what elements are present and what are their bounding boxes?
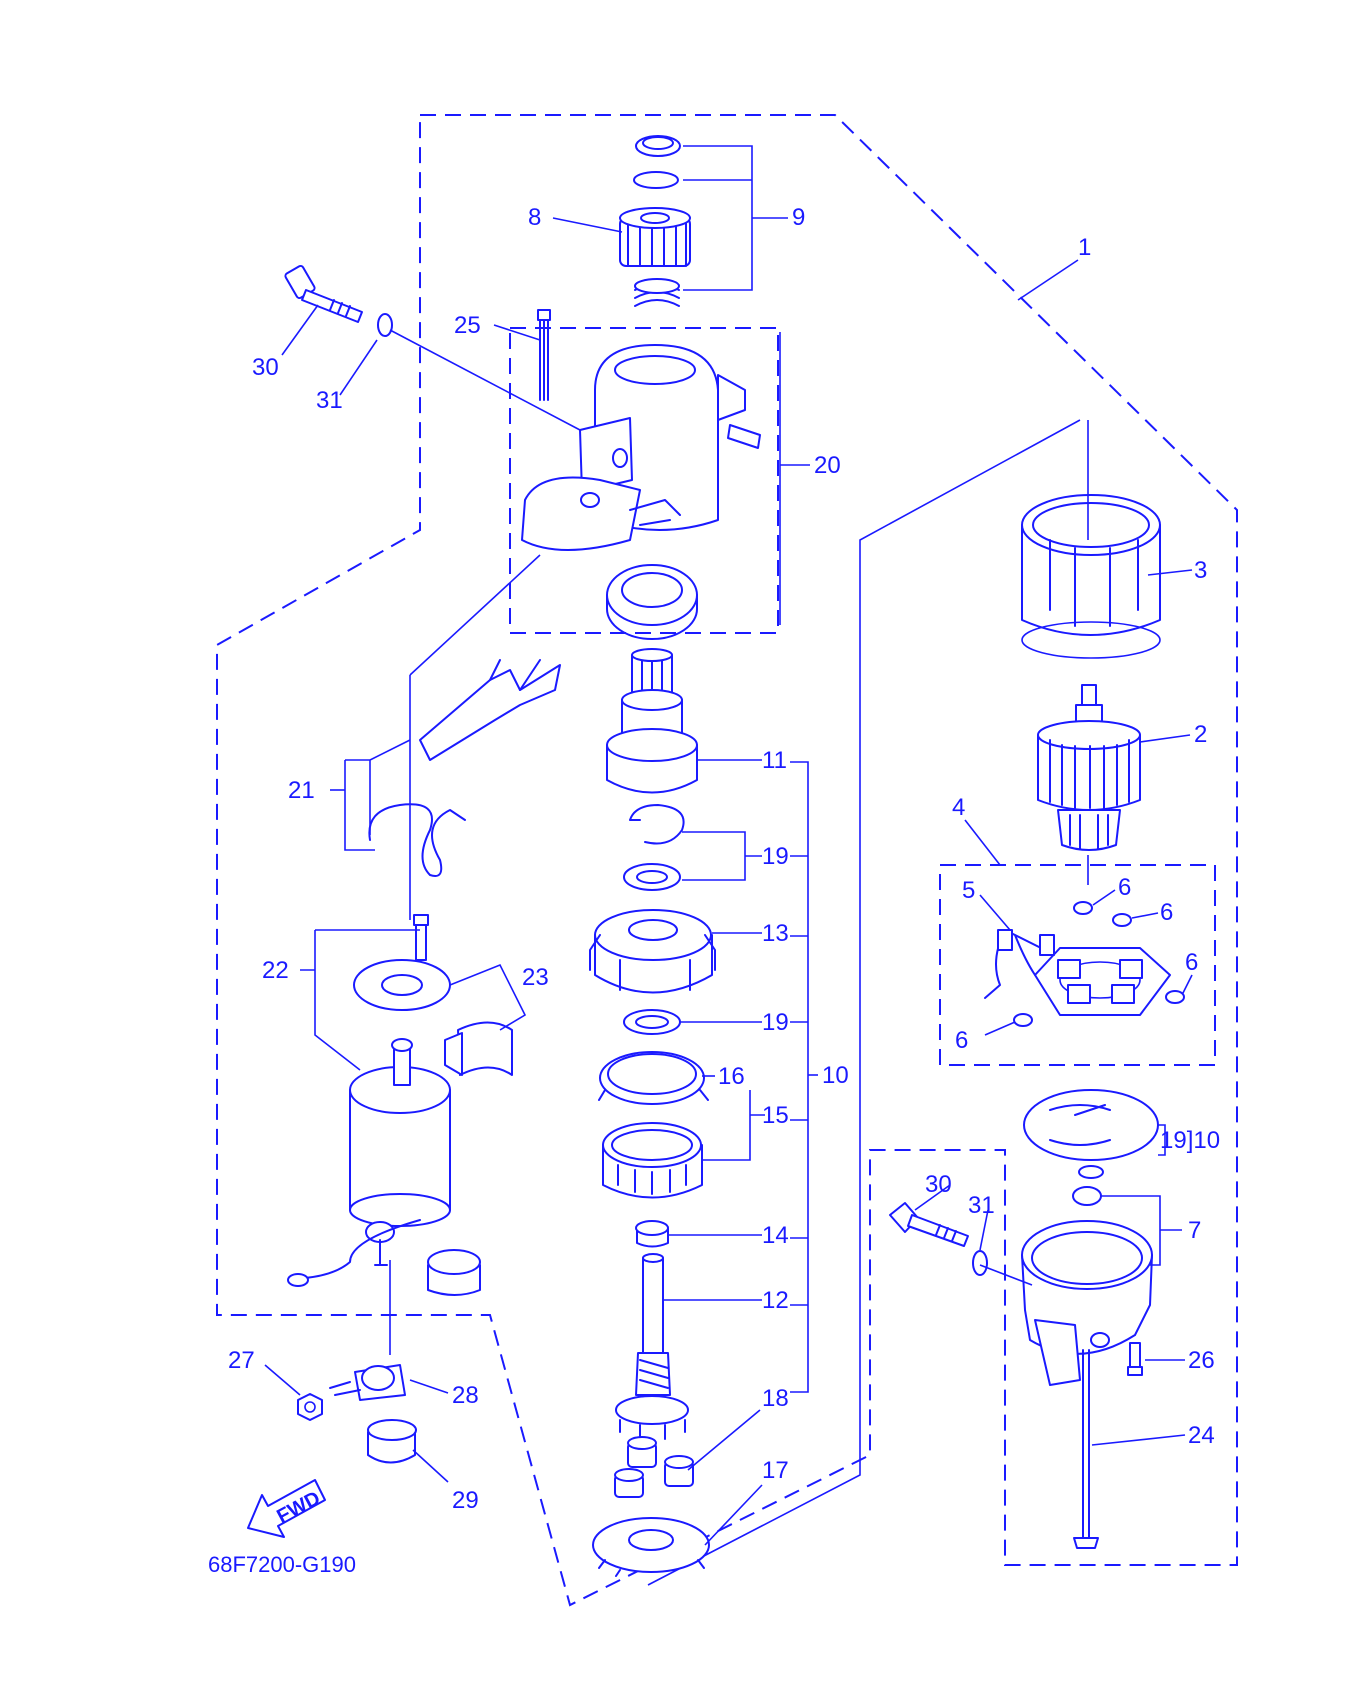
- label-12: 12: [762, 1287, 789, 1314]
- part-17-plate: [592, 1517, 710, 1577]
- label-28: 28: [452, 1382, 479, 1409]
- assembly-boundary-outer: [216, 114, 1238, 1607]
- label-7: 7: [1188, 1217, 1201, 1244]
- label-1: 1: [1078, 234, 1091, 261]
- label-30-a: 30: [252, 354, 279, 381]
- part-2-armature: [1037, 684, 1141, 851]
- leader-lines: [264, 145, 1193, 1546]
- label-3: 3: [1194, 557, 1207, 584]
- part-29-boot: [367, 1419, 417, 1464]
- label-5: 5: [962, 877, 975, 904]
- label-6-a: 6: [1118, 874, 1131, 901]
- label-17: 17: [762, 1457, 789, 1484]
- part-18-planet-gears: [614, 1436, 694, 1498]
- part-12-shaft: [615, 1253, 689, 1440]
- group-10-bracket: [790, 761, 809, 1393]
- label-22: 22: [262, 957, 289, 984]
- part-7-end-cover: [1021, 1186, 1153, 1386]
- label-4: 4: [952, 794, 965, 821]
- label-19-a: 19: [762, 843, 789, 870]
- part-22-gasket: [353, 914, 451, 1011]
- label-21: 21: [288, 777, 315, 804]
- label-14: 14: [762, 1222, 789, 1249]
- part-27-nut: [297, 1393, 323, 1421]
- label-31-a: 31: [316, 387, 343, 414]
- label-29: 29: [452, 1487, 479, 1514]
- part-6-screws: [1013, 901, 1185, 1027]
- label-6-d: 6: [955, 1027, 968, 1054]
- part-11-clutch: [606, 648, 698, 794]
- label-25: 25: [454, 312, 481, 339]
- part-16-ring: [598, 1051, 709, 1105]
- label-20: 20: [814, 452, 841, 479]
- part-labels: 1 2 3 4 5 6 6 6 6 7 8 9 10 19]10 11 12 1…: [228, 204, 1220, 1514]
- part-19-clip-upper: [623, 804, 685, 891]
- part-24-through-bolt: [1073, 1349, 1099, 1549]
- part-23-grommet: [444, 1021, 513, 1076]
- part-21-shift-lever: [368, 659, 561, 877]
- part-19-washer-lower: [623, 1009, 681, 1035]
- bearing: [606, 564, 698, 640]
- part-19-end-plate: [1023, 1089, 1159, 1179]
- label-11: 11: [762, 747, 787, 774]
- part-30-bolt-lower: [889, 1202, 969, 1247]
- label-19-10: 19]10: [1160, 1127, 1220, 1154]
- part-8-pinion-gear: [619, 207, 691, 267]
- label-23: 23: [522, 964, 549, 991]
- part-28-terminal: [329, 1364, 406, 1401]
- part-9-seal-set: [633, 135, 681, 307]
- label-10: 10: [822, 1062, 849, 1089]
- part-31-washer-upper: [377, 313, 393, 337]
- label-31-b: 31: [968, 1192, 995, 1219]
- label-9: 9: [792, 204, 805, 231]
- label-30-b: 30: [925, 1171, 952, 1198]
- label-27: 27: [228, 1347, 255, 1374]
- part-15-internal-gear: [602, 1122, 703, 1199]
- part-25-bolt: [537, 309, 551, 401]
- label-24: 24: [1188, 1422, 1215, 1449]
- part-13-gear-housing: [589, 909, 716, 994]
- part-3-yoke: [1021, 494, 1161, 659]
- part-22-solenoid: [287, 1038, 451, 1287]
- armature-group-boundary: [647, 419, 1081, 1586]
- boot-cap: [427, 1249, 481, 1296]
- label-8: 8: [528, 204, 541, 231]
- part-30-bolt-upper: [284, 264, 363, 323]
- part-26-screw: [1127, 1342, 1143, 1376]
- forward-arrow-icon: FWD: [247, 1479, 326, 1538]
- part-14-bush: [635, 1220, 669, 1248]
- label-15: 15: [762, 1102, 789, 1129]
- diagram-code: 68F7200-G190: [208, 1552, 356, 1577]
- label-6-b: 6: [1160, 899, 1173, 926]
- label-19-b: 19: [762, 1009, 789, 1036]
- label-6-c: 6: [1185, 949, 1198, 976]
- label-26: 26: [1188, 1347, 1215, 1374]
- part-5-brush-lead: [984, 929, 1055, 999]
- label-16: 16: [718, 1063, 745, 1090]
- label-13: 13: [762, 920, 789, 947]
- part-20-drive-housing: [521, 344, 761, 551]
- label-2: 2: [1194, 721, 1207, 748]
- brush-holder-group-boundary: [939, 864, 1216, 1066]
- part-4-brush-holder: [1034, 947, 1171, 1016]
- housing-group-boundary: [509, 327, 779, 634]
- part-31-washer-lower: [972, 1250, 988, 1276]
- label-18: 18: [762, 1385, 789, 1412]
